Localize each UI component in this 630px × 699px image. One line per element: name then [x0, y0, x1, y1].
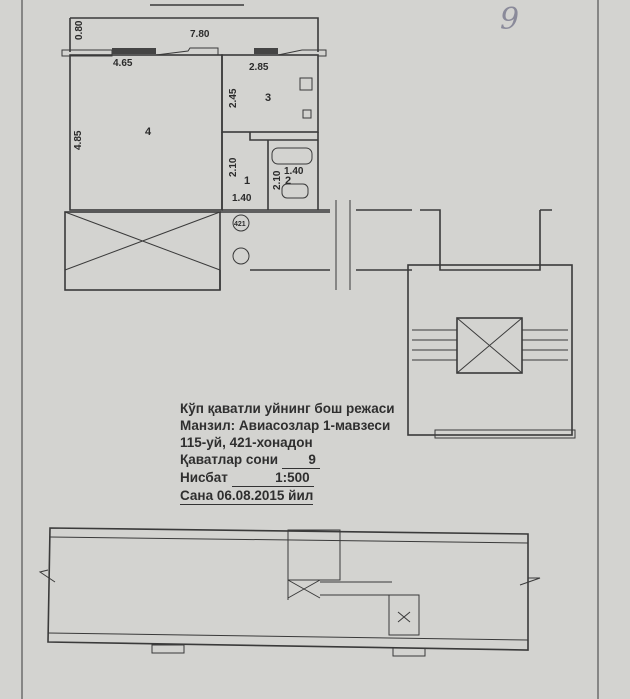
room-label-4: 4	[145, 126, 152, 138]
caption-floors: Қаватлар сони 9	[180, 451, 395, 469]
stove-icon	[299, 77, 313, 91]
caption-title: Кўп қаватли уйнинг бош режаси	[180, 401, 395, 416]
apartment-tag: 421	[234, 221, 246, 228]
stair-section	[64, 211, 221, 291]
toilet-icon	[281, 183, 309, 199]
handwritten-page-number: 9	[500, 2, 520, 37]
window-room3	[254, 48, 278, 54]
dim-room3-length: 2.45	[228, 88, 239, 108]
dim-room3-width: 2.85	[249, 62, 269, 73]
scale-value: 1:500	[231, 469, 314, 487]
elevator-shaft	[456, 317, 523, 374]
window-room4	[112, 48, 156, 54]
dim-hall-width: 1.40	[232, 193, 252, 204]
dim-balcony-length: 7.80	[190, 29, 210, 40]
stairwell-plan	[407, 264, 576, 439]
apartment-plan	[61, 17, 552, 291]
balcony	[69, 17, 319, 52]
sink-icon	[302, 109, 312, 119]
door-circle	[232, 247, 250, 265]
floors-value: 9	[281, 451, 320, 469]
dim-balcony-depth: 0.80	[74, 20, 85, 40]
room-label-2: 2	[285, 175, 291, 187]
caption-date: Сана 06.08.2015 йил	[180, 488, 314, 505]
room-label-1: 1	[244, 175, 250, 187]
dim-bath-width: 1.40	[284, 166, 304, 177]
caption-scale: Нисбат 1:500	[180, 469, 395, 487]
apartment-tag-circle	[232, 214, 250, 232]
caption-address: Манзил: Авиасозлар 1-мавзеси	[180, 418, 391, 433]
bathtub-icon	[271, 147, 313, 165]
dim-room4-width: 4.65	[113, 58, 133, 69]
building-overview	[38, 527, 541, 657]
floors-label: Қаватлар сони	[180, 452, 279, 467]
dim-hall-length: 2.10	[228, 157, 239, 177]
caption-building: 115-уй, 421-хонадон	[180, 435, 313, 450]
plan-caption: Кўп қаватли уйнинг бош режаси Манзил: Ав…	[180, 400, 395, 505]
room-label-3: 3	[265, 92, 271, 104]
dim-bath-length: 2.10	[272, 170, 283, 190]
scale-label: Нисбат	[180, 470, 228, 485]
dim-room4-length: 4.85	[73, 130, 84, 150]
room-3	[221, 54, 319, 133]
